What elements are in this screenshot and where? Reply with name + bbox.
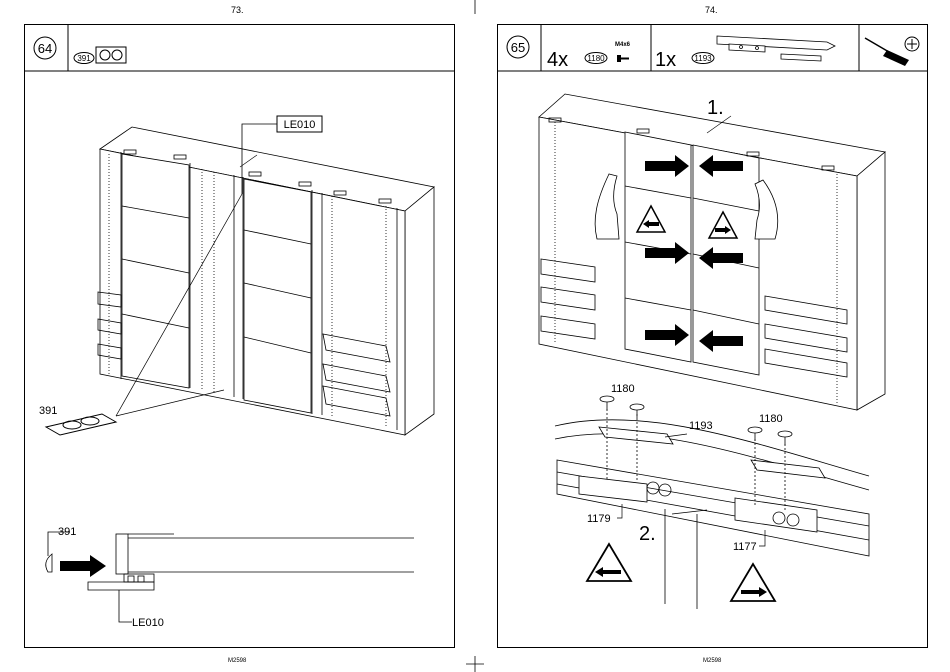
quantity-1180: 4x — [547, 49, 568, 71]
step-number: 64 — [38, 41, 52, 56]
screw-spec: M4x6 — [615, 42, 631, 48]
screw-1180-label-a: 1180 — [611, 383, 635, 395]
shelf-pad-part — [46, 414, 116, 435]
right-page-art: 65 4x 1180 M4x6 1x 1193 1. — [497, 24, 928, 648]
warning-arrow-right-icon — [731, 564, 775, 601]
push-arrow-icon — [60, 555, 106, 577]
left-page-art: 64 391 — [24, 24, 455, 648]
runner-1179-label: 1179 — [587, 513, 611, 525]
warning-arrow-left-icon — [587, 544, 631, 581]
rail-1193-label: 1193 — [689, 420, 713, 432]
screwdriver-icon — [865, 38, 909, 66]
shelf-pad-icon — [96, 47, 126, 63]
le010-label-bottom: LE010 — [132, 617, 164, 629]
step-2-label: 2. — [639, 523, 656, 545]
phillips-icon — [905, 37, 919, 51]
screw-1180-label-b: 1180 — [759, 413, 783, 425]
shelf-cross-section — [88, 534, 414, 590]
part-391-label: 391 — [39, 405, 57, 417]
part-391-detail-label: 391 — [58, 526, 76, 538]
rail-connector-icon — [717, 36, 835, 61]
part-1193-header-label: 1193 — [694, 54, 712, 63]
step-number: 65 — [511, 40, 525, 55]
part-1180-header-label: 1180 — [587, 54, 605, 63]
screw-icon — [617, 55, 629, 62]
le010-label-top: LE010 — [284, 119, 316, 131]
runner-1177-label: 1177 — [733, 541, 757, 553]
wardrobe-illustration — [98, 127, 434, 435]
quantity-1193: 1x — [655, 49, 676, 71]
part-391-header-label: 391 — [77, 54, 91, 63]
step-1-label: 1. — [707, 97, 724, 119]
